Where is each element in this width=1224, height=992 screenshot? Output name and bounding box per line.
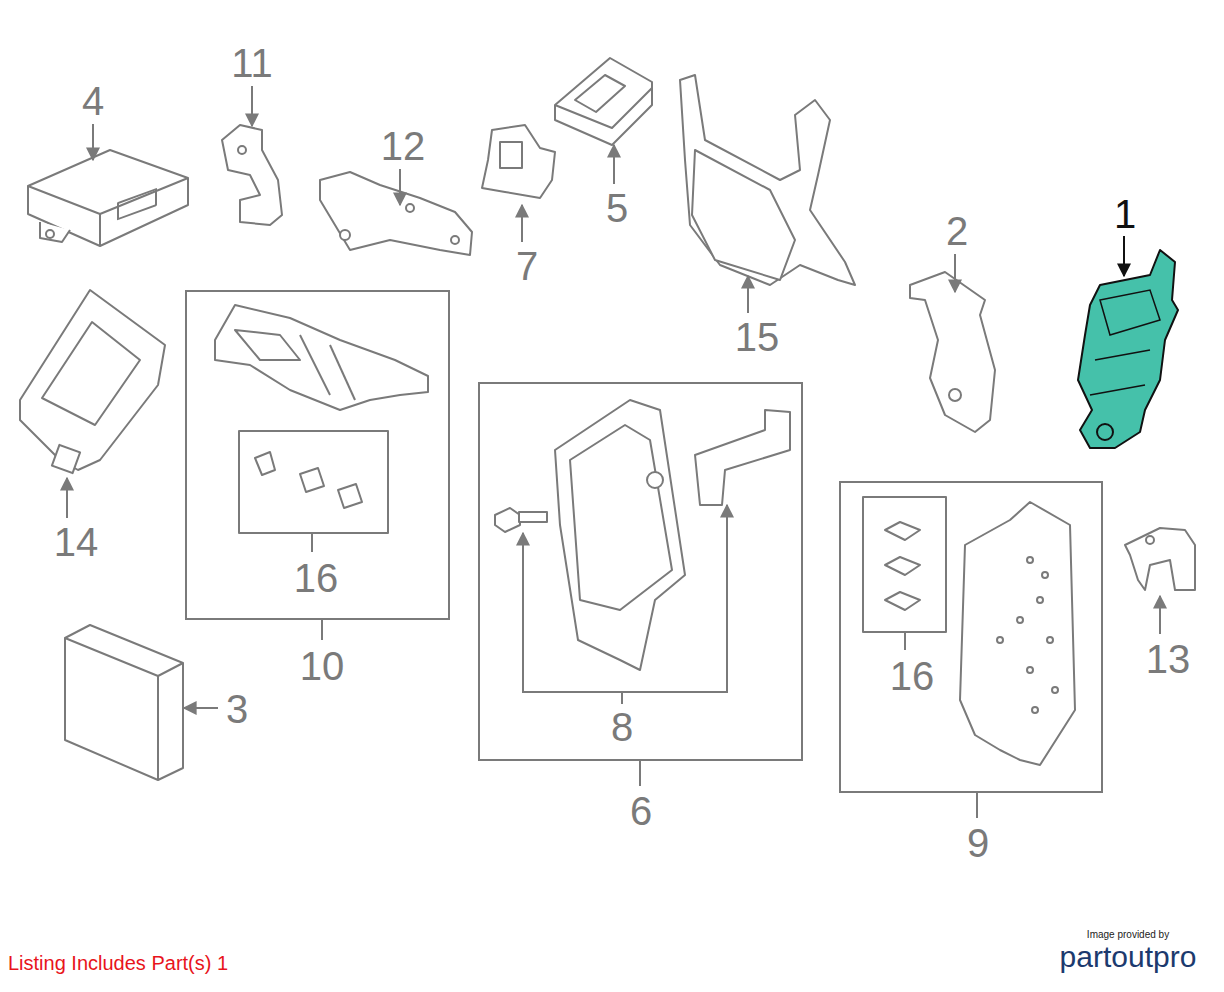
callout-number: 16	[294, 558, 339, 598]
group-box: 16	[185, 290, 450, 620]
callout-number: 2	[946, 211, 968, 251]
callout-number: 11	[231, 43, 273, 83]
callout-number: 1	[1114, 194, 1136, 234]
callout-number: 13	[1146, 639, 1191, 679]
callout-number: 8	[611, 707, 633, 747]
callout-number: 4	[82, 81, 104, 121]
callout-number: 14	[54, 522, 99, 562]
callout-number: 12	[381, 126, 426, 166]
callout-number: 10	[300, 646, 345, 686]
group-box: 8	[478, 382, 803, 761]
group-box: 16	[839, 481, 1103, 793]
callout-number: 5	[606, 188, 628, 228]
brand-logo: partoutpro	[1060, 942, 1197, 972]
callout-number: 16	[890, 656, 935, 696]
listing-note: Listing Includes Part(s) 1	[8, 953, 228, 973]
callout-number: 3	[226, 689, 248, 729]
callout-number: 15	[735, 317, 780, 357]
callout-number: 9	[967, 823, 989, 863]
callout-number: 7	[516, 246, 538, 286]
callout-number: 6	[630, 791, 652, 831]
credit-text: Image provided by	[1087, 930, 1169, 940]
